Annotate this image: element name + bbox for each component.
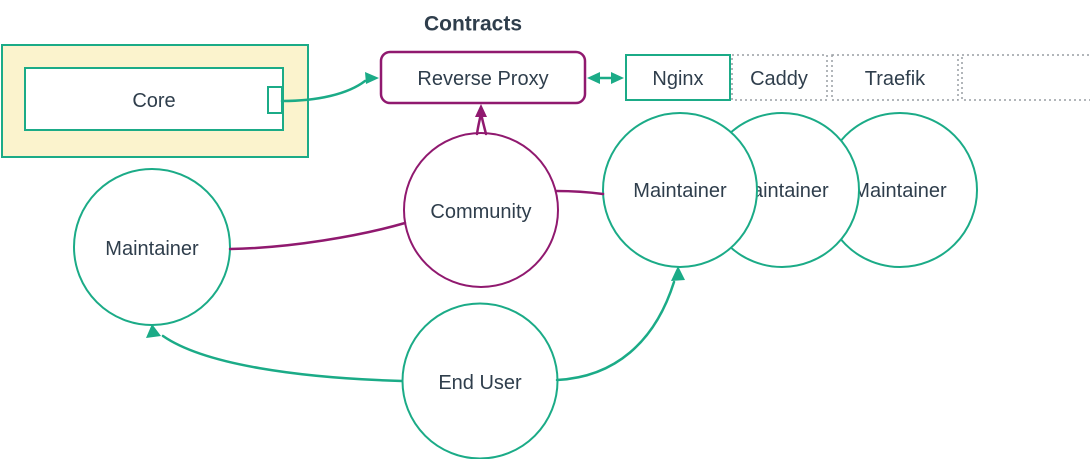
arrowhead-into-reverse-proxy-right bbox=[587, 72, 600, 84]
edge-community-maintainer-left bbox=[228, 221, 407, 251]
edge-end-user-to-maintainer-left bbox=[146, 324, 404, 383]
maintainer-left-label: Maintainer bbox=[105, 238, 199, 260]
end-user-node: End User bbox=[401, 302, 559, 459]
proxy-cell-caddy: Caddy bbox=[731, 54, 828, 101]
maintainer-circle-1: Maintainer bbox=[602, 112, 758, 268]
edge-community-to-reverse-proxy bbox=[475, 104, 488, 136]
core-container: Core bbox=[1, 44, 309, 158]
maintainer-circle-2-label: Maintainer bbox=[735, 180, 829, 202]
reverse-proxy-node: Reverse Proxy bbox=[379, 50, 587, 105]
proxy-cell-caddy-label: Caddy bbox=[750, 68, 808, 90]
diagram-title: Contracts bbox=[424, 12, 522, 35]
arrowhead-into-maintainer-left bbox=[146, 324, 161, 338]
core-port bbox=[267, 86, 283, 114]
proxy-cell-traefik: Traefik bbox=[831, 54, 959, 101]
core-label: Core bbox=[132, 90, 175, 112]
end-user-label: End User bbox=[438, 372, 522, 394]
proxy-cell-nginx-label: Nginx bbox=[652, 68, 703, 90]
community-node: Community bbox=[403, 132, 559, 288]
edge-community-maintainers-right bbox=[554, 189, 605, 196]
arrowhead-into-nginx bbox=[611, 72, 624, 84]
maintainer-left-node: Maintainer bbox=[73, 168, 231, 326]
proxy-cell-traefik-label: Traefik bbox=[865, 68, 926, 90]
reverse-proxy-label: Reverse Proxy bbox=[417, 68, 548, 90]
edge-core-to-reverse-proxy bbox=[280, 72, 379, 103]
edge-end-user-to-maintainers-right bbox=[555, 266, 685, 382]
edge-reverse-proxy-nginx bbox=[587, 72, 624, 84]
arrowhead-into-reverse-proxy-bottom bbox=[475, 104, 487, 117]
maintainer-circle-1-label: Maintainer bbox=[633, 180, 727, 202]
proxy-cell-nginx: Nginx bbox=[625, 54, 731, 101]
community-label: Community bbox=[430, 201, 531, 223]
maintainer-circle-3: Maintainer bbox=[822, 112, 978, 268]
proxy-cell-empty bbox=[961, 54, 1090, 101]
maintainer-circle-3-label: Maintainer bbox=[853, 180, 947, 202]
arrowhead-into-reverse-proxy-left bbox=[365, 72, 379, 84]
arrowhead-into-maintainer-right bbox=[671, 266, 685, 281]
